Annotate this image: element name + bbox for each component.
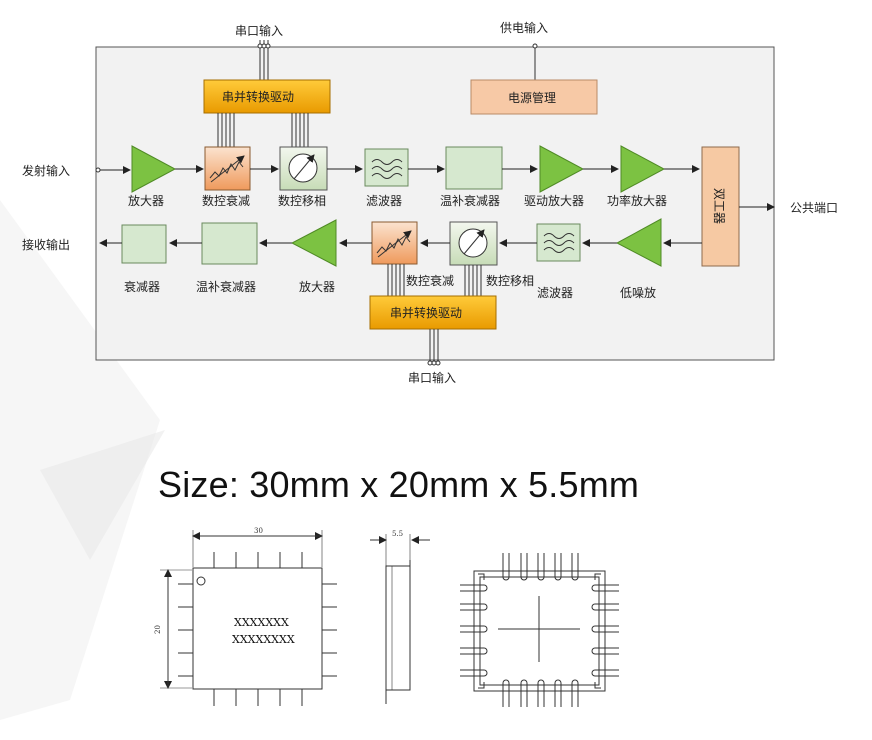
duplexer-block [701,146,740,267]
rx-amp-icon [290,219,337,267]
package-top-view: 30 20 XXXXXXX XXXXXXXX [154,527,337,706]
rx-lna-label: 低噪放 [620,285,656,300]
duplexer-label: 双工器 [712,188,726,224]
rx-phase-shifter-label: 数控移相 [486,273,534,288]
rx-temp-comp-attenuator-label: 温补衰减器 [196,279,256,294]
top-control-lines [217,113,309,147]
tx-power-amp-icon [620,145,666,193]
tx-filter-icon [364,148,409,187]
tx-power-amp-label: 功率放大器 [607,193,667,208]
sp-driver-bottom-label: 串并转换驱动 [390,305,462,320]
power-management-block [470,79,598,115]
top-serial-bus [257,40,271,80]
tx-amp1-label: 放大器 [128,193,164,208]
tx-input-label: 发射输入 [22,163,70,178]
marking-line1: XXXXXXX [234,616,289,629]
width-dim-label: 30 [254,527,263,535]
size-title: Size: 30mm x 20mm x 5.5mm [158,464,640,505]
tx-attenuator-label: 数控衰减 [202,193,250,208]
rx-filter-label: 滤波器 [537,286,573,300]
bottom-serial-label: 串口输入 [408,370,456,385]
rx-attenuator-icon [371,221,418,265]
rx-attenuator-fixed-icon [121,224,167,264]
package-side-view: 5.5 [370,530,430,704]
rx-lna-icon [615,218,662,267]
bottom-serial-bus [427,329,441,366]
package-bottom-view [460,553,619,707]
top-serial-label: 串口输入 [235,23,283,38]
common-port-label: 公共端口 [790,201,838,215]
rx-temp-comp-attenuator-icon [201,222,258,265]
tx-filter-label: 滤波器 [366,194,402,208]
rx-output-label: 接收输出 [22,237,70,252]
sp-driver-top [203,79,331,114]
tx-temp-comp-attenuator-icon [445,146,503,190]
tx-driver-amp-label: 驱动放大器 [524,193,584,208]
marking-line2: XXXXXXXX [232,633,295,646]
watermark-shape-2 [40,430,165,560]
tx-driver-amp-icon [539,145,585,193]
bottom-control-lines [387,264,482,296]
rx-amp-label: 放大器 [299,279,335,294]
power-management-label: 电源管理 [508,90,556,105]
tx-temp-comp-attenuator-label: 温补衰减器 [440,193,500,208]
height-dim-label: 20 [154,625,162,634]
thickness-dim-label: 5.5 [392,530,403,538]
sp-driver-bottom [369,295,497,330]
power-input-label: 供电输入 [500,20,548,35]
tx-phase-shifter-label: 数控移相 [278,193,326,208]
rx-attenuator-label: 数控衰减 [406,273,454,288]
sp-driver-top-label: 串并转换驱动 [222,89,294,104]
rx-attenuator-fixed-label: 衰减器 [124,279,160,294]
tx-amp1-icon [131,145,177,193]
